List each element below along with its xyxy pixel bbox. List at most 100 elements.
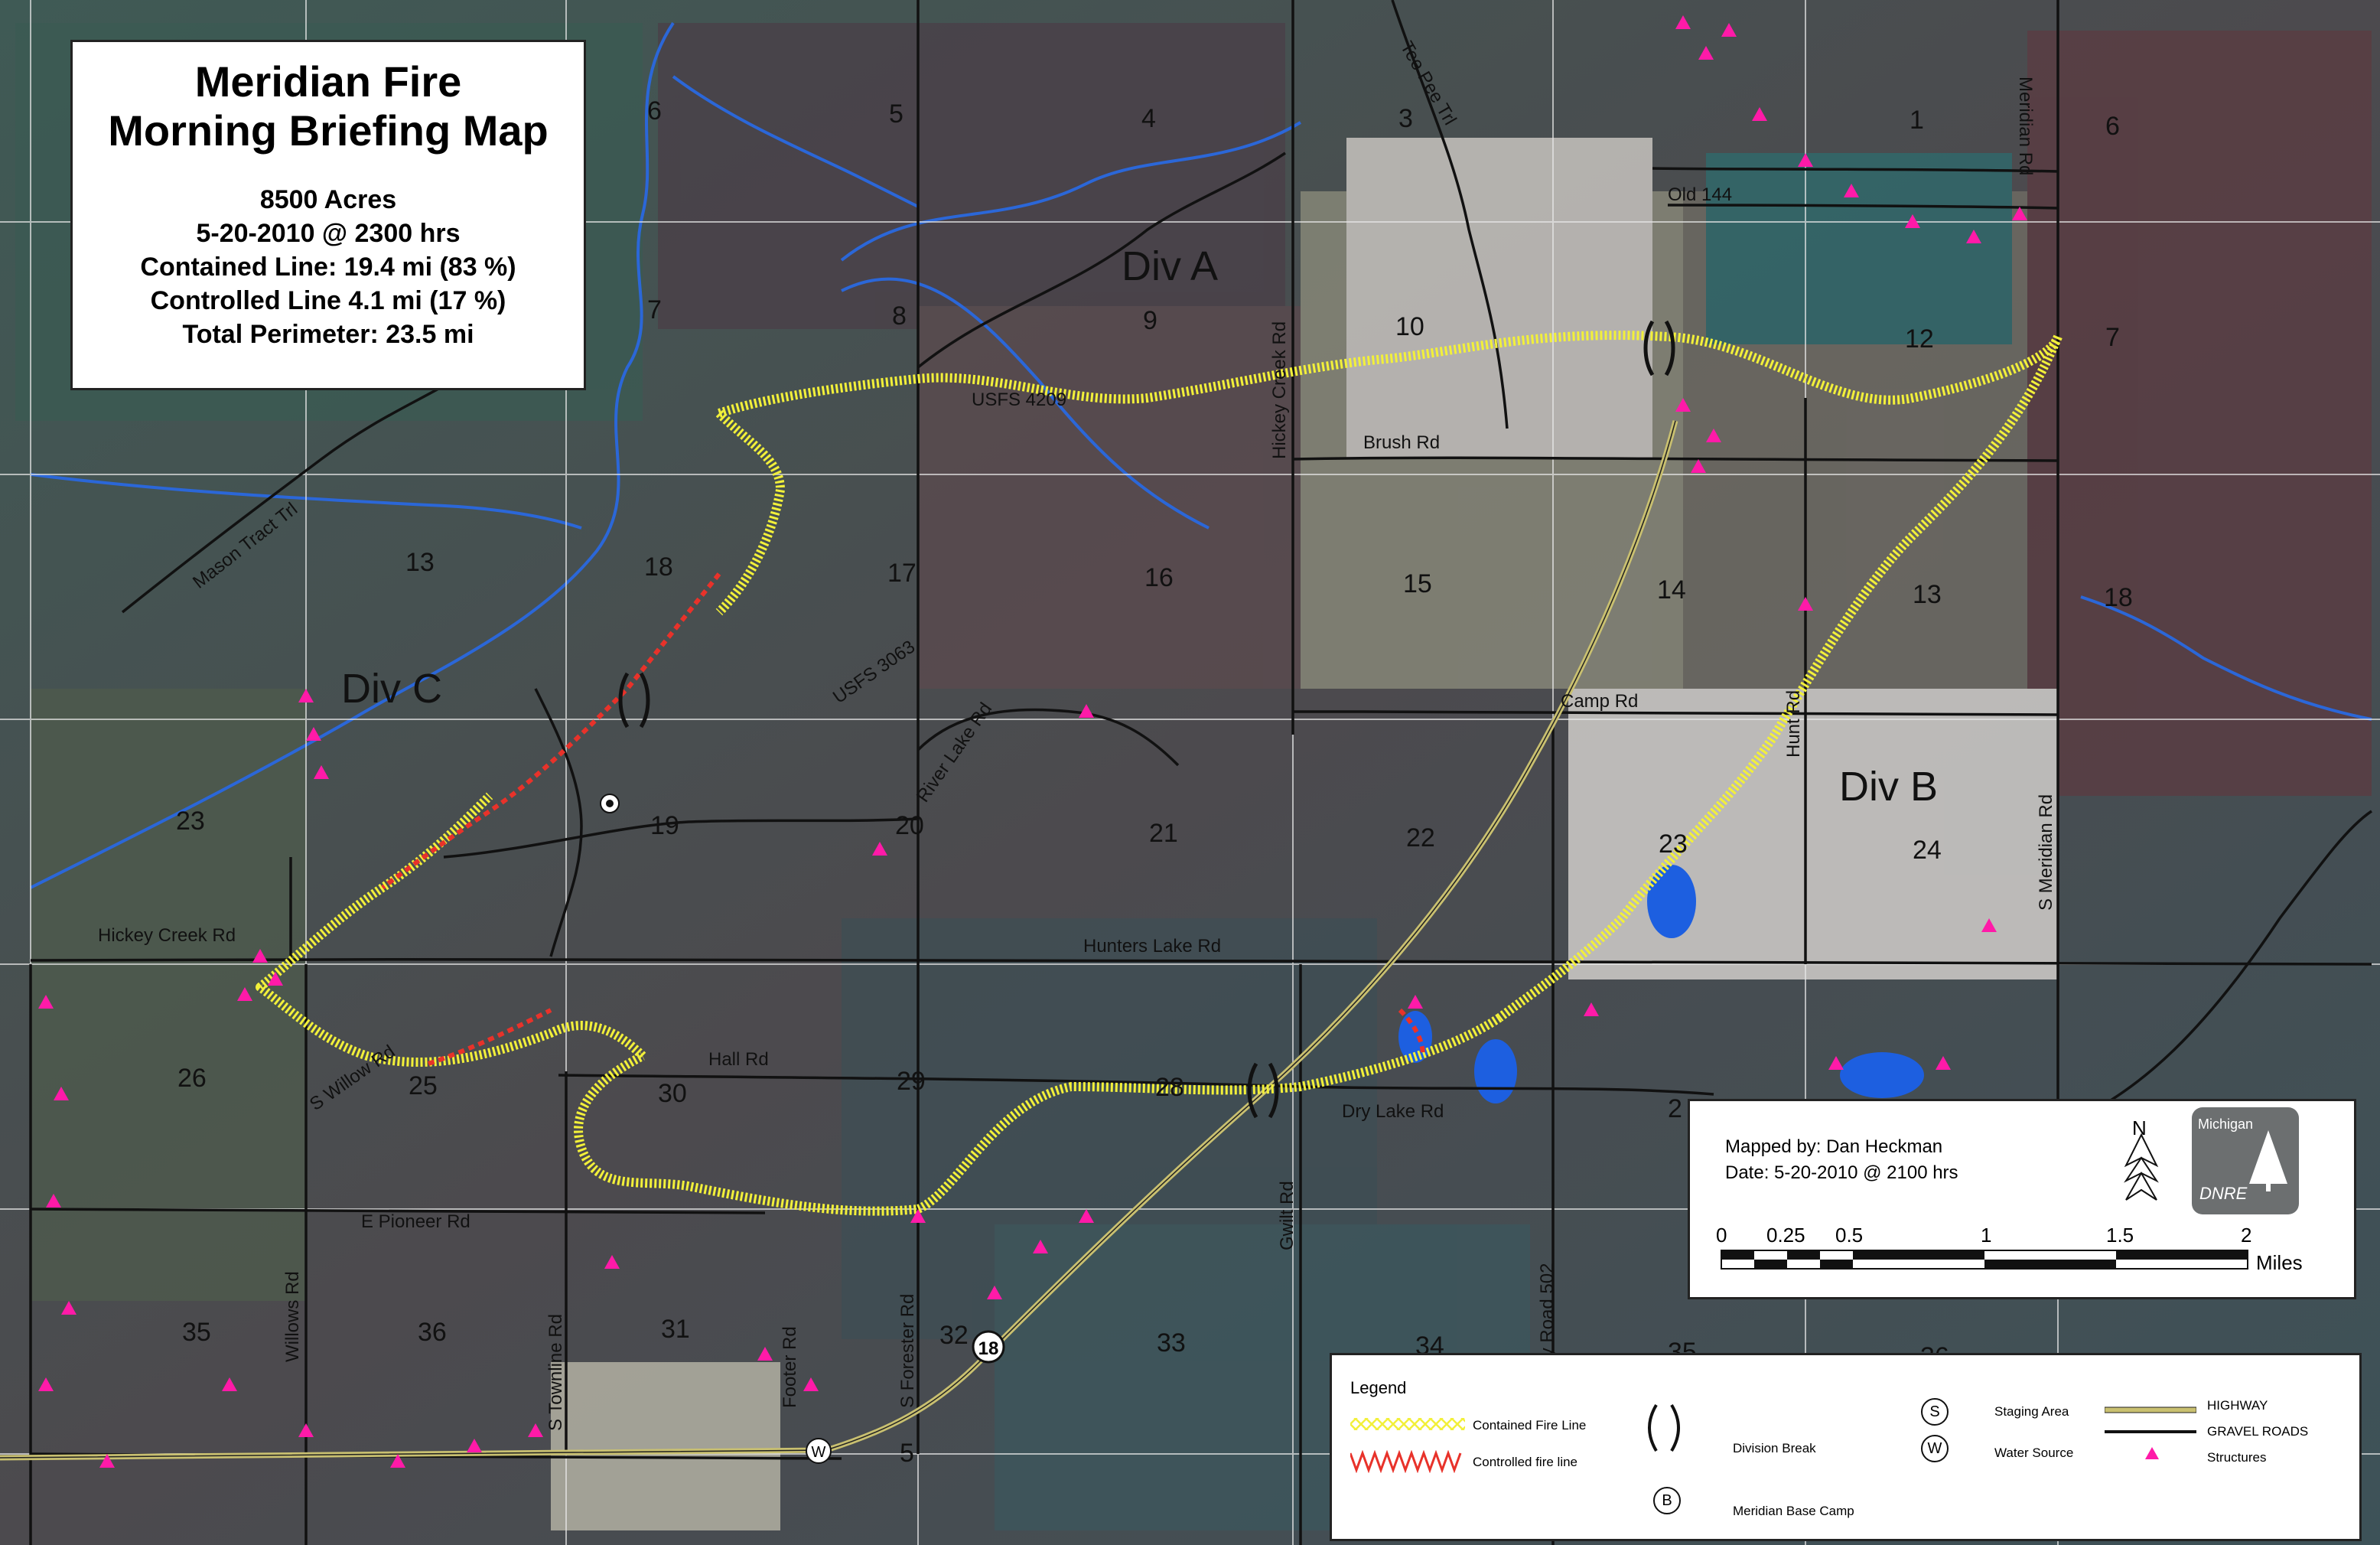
legend-gravel: GRAVEL ROADS (2207, 1424, 2309, 1439)
svg-text:Hall Rd: Hall Rd (708, 1049, 769, 1070)
svg-text:W: W (812, 1444, 826, 1461)
svg-text:22: 22 (1406, 823, 1435, 852)
div-c-label: Div C (341, 666, 442, 712)
svg-text:35: 35 (182, 1318, 211, 1347)
svg-text:Hickey Creek Rd: Hickey Creek Rd (98, 925, 236, 946)
scale-label-0: 0 (1716, 1224, 1727, 1247)
svg-text:13: 13 (405, 548, 435, 577)
svg-text:ty Road 502: ty Road 502 (1537, 1263, 1558, 1362)
svg-text:S Meridian Rd: S Meridian Rd (2036, 794, 2056, 911)
legend-structures: Structures (2207, 1450, 2267, 1465)
gravel-roads (29, 0, 2372, 1545)
highway-swatch (2105, 1406, 2196, 1413)
staging-swatch: S (1921, 1398, 1949, 1426)
title-panel: Meridian Fire Morning Briefing Map 8500 … (70, 40, 586, 390)
base-camp-swatch: B (1653, 1487, 1681, 1514)
svg-text:26: 26 (177, 1064, 207, 1093)
legend-staging: Staging Area (1994, 1404, 2069, 1419)
svg-text:Gwilt Rd: Gwilt Rd (1277, 1181, 1297, 1250)
fire-stats: 8500 Acres 5-20-2010 @ 2300 hrs Containe… (73, 183, 584, 351)
svg-text:15: 15 (1403, 569, 1432, 598)
contained-line-stat: Contained Line: 19.4 mi (83 %) (140, 253, 516, 282)
base-camp-marker (600, 794, 620, 813)
svg-text:Hunt Rd: Hunt Rd (1783, 690, 1804, 758)
svg-text:Hunters Lake Rd: Hunters Lake Rd (1083, 936, 1221, 957)
logo-michigan: Michigan (2198, 1116, 2254, 1132)
svg-text:Old 144: Old 144 (1668, 184, 1732, 205)
svg-text:29: 29 (897, 1067, 926, 1096)
svg-text:Brush Rd: Brush Rd (1363, 432, 1440, 453)
gravel-road-swatch (2105, 1430, 2196, 1433)
svg-text:4: 4 (1141, 104, 1156, 133)
svg-text:Willows Rd: Willows Rd (282, 1271, 303, 1362)
svg-text:13: 13 (1913, 580, 1942, 609)
svg-text:1: 1 (1910, 106, 1924, 135)
credit-panel: Mapped by: Dan Heckman Date: 5-20-2010 @… (1688, 1099, 2356, 1299)
controlled-line-swatch (1350, 1450, 1462, 1473)
svg-text:6: 6 (2105, 112, 2120, 141)
svg-text:Camp Rd: Camp Rd (1561, 691, 1638, 712)
total-perimeter-stat: Total Perimeter: 23.5 mi (182, 320, 474, 349)
map-title-line1: Meridian Fire (194, 57, 462, 106)
legend-division: Division Break (1733, 1441, 1816, 1455)
dnre-logo: Michigan DNRE (2192, 1107, 2299, 1214)
scale-label-025: 0.25 (1766, 1224, 1805, 1247)
scale-label-05: 0.5 (1835, 1224, 1864, 1247)
svg-text:7: 7 (647, 295, 662, 324)
svg-text:17: 17 (887, 559, 917, 588)
svg-text:6: 6 (647, 96, 662, 125)
structures (38, 15, 2027, 1468)
map-title-line2: Morning Briefing Map (108, 106, 549, 155)
legend-title: Legend (1350, 1378, 1407, 1397)
contained-fire-line (256, 331, 2063, 1216)
north-label: N (2132, 1116, 2147, 1139)
rivers (30, 21, 2372, 889)
div-a-label: Div A (1122, 243, 1218, 289)
svg-text:28: 28 (1155, 1073, 1184, 1102)
report-datetime: 5-20-2010 @ 2300 hrs (196, 219, 461, 248)
svg-text:Hickey Creek Rd: Hickey Creek Rd (1269, 321, 1290, 459)
svg-text:USFS 4209: USFS 4209 (972, 390, 1066, 410)
svg-text:3: 3 (1398, 104, 1413, 133)
svg-text:8: 8 (892, 302, 907, 331)
north-arrow: N (2118, 1116, 2164, 1208)
structure-swatch (2145, 1447, 2159, 1459)
lake-south-east (1840, 1052, 1924, 1098)
section-numbers: 6 5 4 3 1 6 7 8 9 10 12 7 13 18 17 16 15… (176, 96, 2133, 1468)
svg-text:9: 9 (1143, 306, 1157, 335)
scale-bar: 0 0.25 0.5 1 1.5 2 Miles (1716, 1224, 2317, 1285)
svg-text:12: 12 (1905, 324, 1934, 354)
svg-text:5: 5 (900, 1439, 914, 1468)
svg-text:18: 18 (2104, 583, 2133, 612)
svg-text:33: 33 (1157, 1328, 1186, 1358)
svg-text:Dry Lake Rd: Dry Lake Rd (1342, 1101, 1444, 1122)
svg-text:16: 16 (1144, 563, 1174, 592)
highway-18-shield: 18 (972, 1330, 1005, 1364)
svg-text:5: 5 (889, 99, 903, 129)
contained-line-swatch (1350, 1418, 1465, 1430)
water-source-swatch: W (1921, 1435, 1949, 1462)
acres: 8500 Acres (259, 185, 397, 214)
svg-text:10: 10 (1395, 312, 1424, 341)
map-date: Date: 5-20-2010 @ 2100 hrs (1725, 1162, 1958, 1183)
legend-controlled: Controlled fire line (1473, 1455, 1578, 1469)
svg-text:E Pioneer Rd: E Pioneer Rd (361, 1211, 470, 1232)
legend-highway: HIGHWAY (2207, 1398, 2268, 1413)
svg-text:23: 23 (176, 807, 205, 836)
division-breaks (618, 320, 1675, 1119)
legend-contained: Contained Fire Line (1473, 1418, 1587, 1433)
lake-dry-east (1474, 1039, 1517, 1103)
mapped-by: Mapped by: Dan Heckman (1725, 1136, 1943, 1157)
svg-text:21: 21 (1149, 819, 1178, 848)
svg-text:18: 18 (978, 1338, 999, 1359)
svg-text:7: 7 (2105, 323, 2120, 352)
svg-text:32: 32 (939, 1321, 969, 1350)
svg-text:30: 30 (658, 1079, 687, 1108)
scale-label-2: 2 (2241, 1224, 2252, 1247)
scale-unit: Miles (2256, 1251, 2303, 1274)
svg-text:24: 24 (1913, 836, 1942, 865)
legend-water: Water Source (1994, 1446, 2074, 1460)
scale-label-15: 1.5 (2106, 1224, 2134, 1247)
controlled-fire-line (381, 572, 1425, 1066)
controlled-line-stat: Controlled Line 4.1 mi (17 %) (150, 286, 506, 315)
